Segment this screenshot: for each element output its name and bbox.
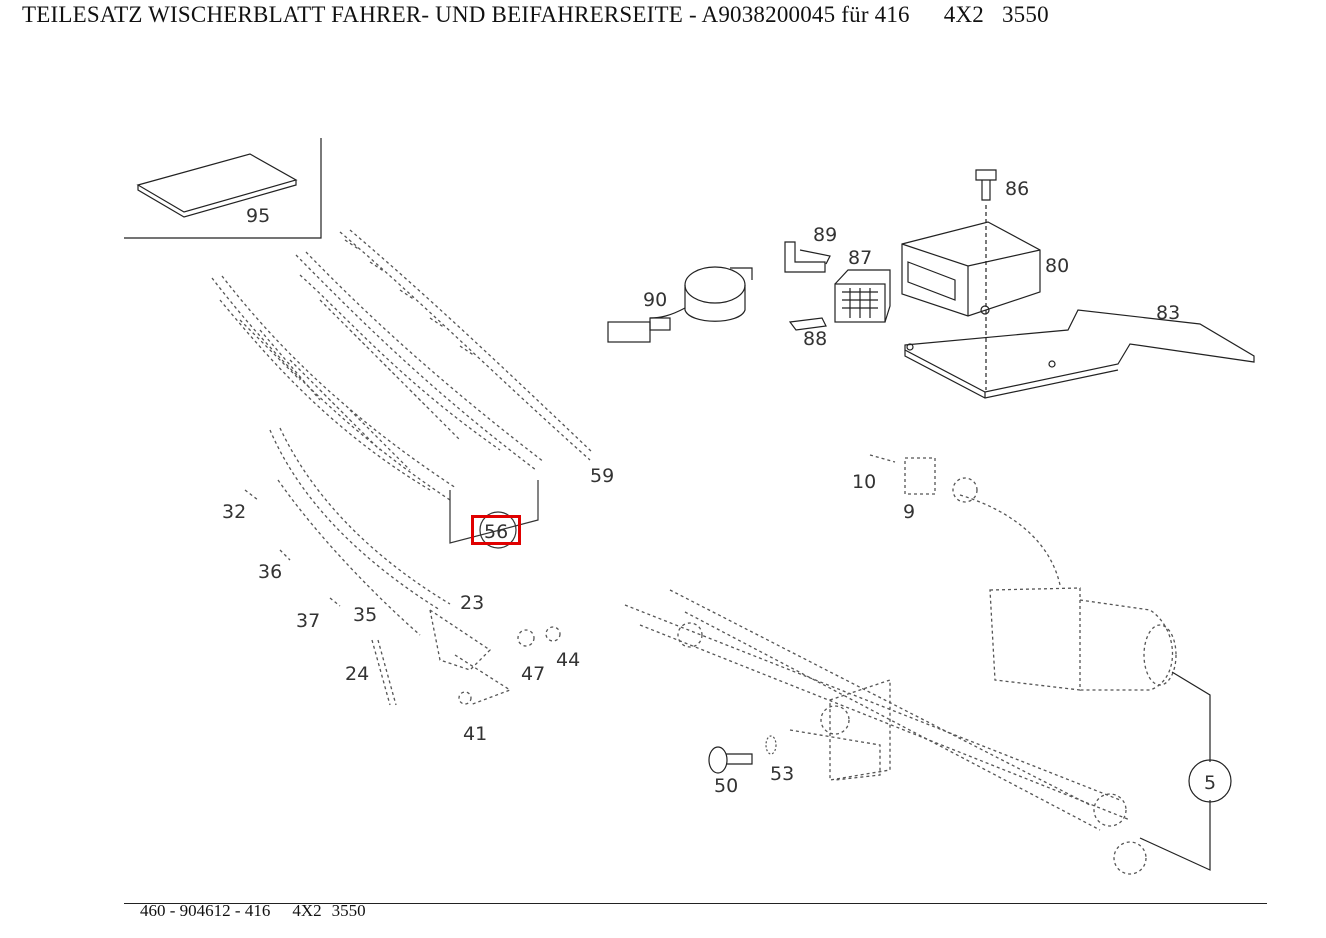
- footer-code: 3550: [331, 901, 366, 920]
- part-10-9-mount[interactable]: [869, 454, 978, 503]
- callout-83[interactable]: 83: [1156, 302, 1180, 324]
- part-56-marker[interactable]: [479, 511, 517, 549]
- callout-88[interactable]: 88: [803, 328, 827, 350]
- wiper-blades[interactable]: [211, 229, 593, 501]
- callout-5[interactable]: 5: [1204, 772, 1216, 794]
- callout-41[interactable]: 41: [463, 723, 487, 745]
- page-title: TEILESATZ WISCHERBLATT FAHRER- UND BEIFA…: [22, 2, 1312, 28]
- part-5-marker[interactable]: [1188, 759, 1232, 803]
- title-text: TEILESATZ WISCHERBLATT FAHRER- UND BEIFA…: [22, 2, 910, 27]
- callout-35[interactable]: 35: [353, 604, 377, 626]
- footer-divider: [124, 903, 1267, 904]
- part-95-plate[interactable]: [124, 138, 322, 239]
- part-89-clip[interactable]: [784, 241, 831, 273]
- part-83-bracket[interactable]: [904, 309, 1255, 399]
- selected-part-highlight[interactable]: [471, 515, 521, 545]
- part-56-leader: [449, 480, 539, 544]
- part-53-washer[interactable]: [765, 735, 777, 755]
- callout-50[interactable]: 50: [714, 775, 738, 797]
- callout-44[interactable]: 44: [556, 649, 580, 671]
- callout-32[interactable]: 32: [222, 501, 246, 523]
- callout-95[interactable]: 95: [246, 205, 270, 227]
- callout-37[interactable]: 37: [296, 610, 320, 632]
- part-88-terminal[interactable]: [788, 317, 827, 331]
- callout-87[interactable]: 87: [848, 247, 872, 269]
- callout-86[interactable]: 86: [1005, 178, 1029, 200]
- callout-10[interactable]: 10: [852, 471, 876, 493]
- callout-89[interactable]: 89: [813, 224, 837, 246]
- callout-53[interactable]: 53: [770, 763, 794, 785]
- callout-47[interactable]: 47: [521, 663, 545, 685]
- page-footer: 460 - 904612 - 416 4X2 3550: [140, 901, 366, 921]
- footer-doc: 460 - 904612 - 416: [140, 901, 271, 920]
- wiper-linkage-motor[interactable]: [624, 494, 1177, 875]
- part-90-connector[interactable]: [607, 266, 753, 343]
- part-87-plug[interactable]: [834, 269, 891, 323]
- callout-23[interactable]: 23: [460, 592, 484, 614]
- title-model: 4X2: [943, 2, 984, 27]
- callout-90[interactable]: 90: [643, 289, 667, 311]
- callout-59[interactable]: 59: [590, 465, 614, 487]
- callout-36[interactable]: 36: [258, 561, 282, 583]
- part-86-bolt[interactable]: [975, 169, 997, 390]
- callout-80[interactable]: 80: [1045, 255, 1069, 277]
- part-5-leader: [1139, 671, 1211, 871]
- wiper-arm[interactable]: [244, 427, 561, 706]
- title-code: 3550: [1001, 2, 1049, 27]
- part-80-control-unit[interactable]: [901, 221, 1041, 317]
- callout-9[interactable]: 9: [903, 501, 915, 523]
- footer-model: 4X2: [292, 901, 322, 920]
- callout-56[interactable]: 56: [484, 521, 508, 543]
- part-50-bolt[interactable]: [708, 746, 753, 774]
- callout-24[interactable]: 24: [345, 663, 369, 685]
